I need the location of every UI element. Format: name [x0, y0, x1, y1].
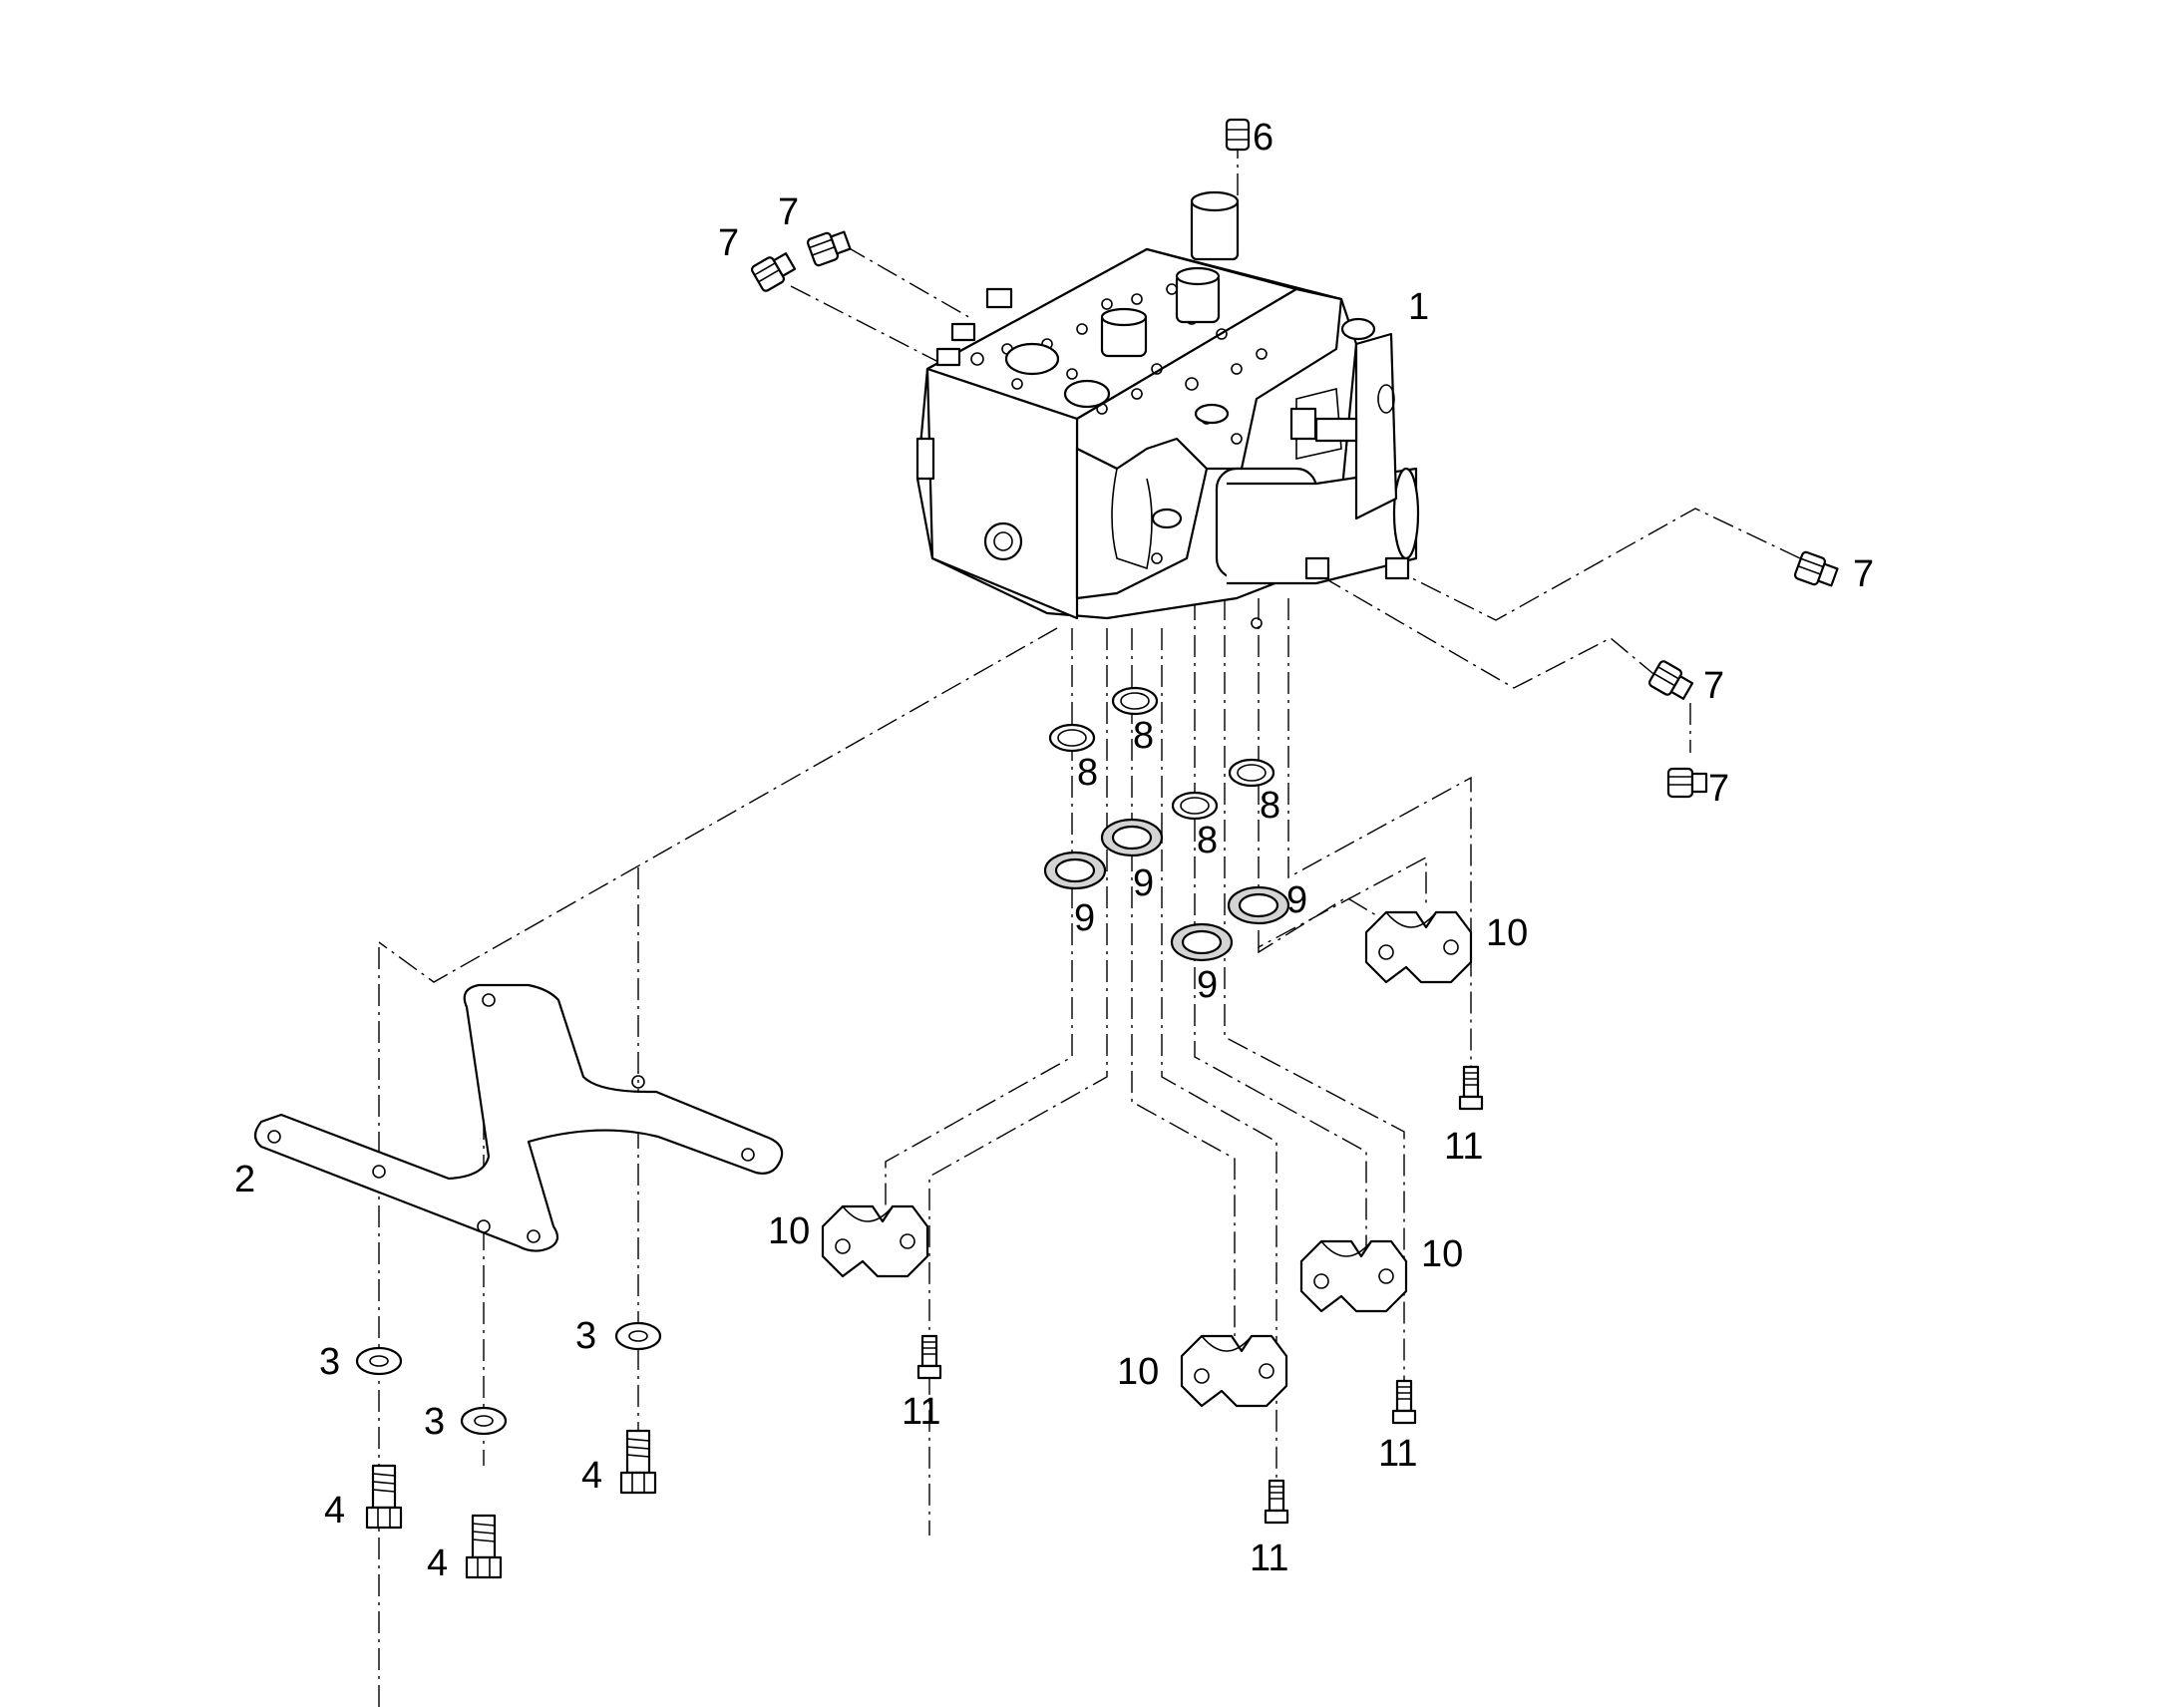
mounting-bolts — [365, 1429, 657, 1579]
callouts: 1 2 3 3 3 4 4 4 6 7 7 7 7 7 8 8 8 8 9 9 … — [234, 117, 1874, 1584]
callout-11: 11 — [902, 1391, 940, 1433]
callout-9: 9 — [1197, 964, 1218, 1006]
callout-2: 2 — [234, 1159, 255, 1200]
flange-clamps — [821, 910, 1473, 1408]
washers — [355, 1321, 662, 1436]
callout-1: 1 — [1408, 286, 1429, 328]
callout-8: 8 — [1197, 820, 1218, 861]
callout-10: 10 — [1117, 1351, 1159, 1393]
callout-7: 7 — [1708, 768, 1729, 810]
callout-3: 3 — [424, 1401, 445, 1443]
callout-10: 10 — [1421, 1233, 1463, 1275]
callout-11: 11 — [1444, 1126, 1483, 1168]
callout-3: 3 — [319, 1341, 340, 1383]
callout-9: 9 — [1286, 879, 1307, 921]
callout-4: 4 — [324, 1490, 345, 1532]
callout-7: 7 — [1703, 665, 1724, 707]
callout-6: 6 — [1253, 117, 1273, 159]
valve-block — [915, 190, 1420, 629]
callout-9: 9 — [1133, 862, 1154, 904]
callout-7: 7 — [778, 191, 799, 233]
callout-10: 10 — [1486, 912, 1528, 954]
callout-4: 4 — [427, 1542, 448, 1584]
callout-7: 7 — [718, 222, 739, 264]
callout-8: 8 — [1077, 752, 1098, 794]
callout-7: 7 — [1853, 553, 1874, 595]
callout-11: 11 — [1378, 1433, 1417, 1475]
callout-8: 8 — [1133, 715, 1154, 757]
callout-9: 9 — [1074, 897, 1095, 939]
callout-4: 4 — [581, 1455, 602, 1497]
callout-8: 8 — [1260, 785, 1280, 827]
callout-10: 10 — [768, 1210, 810, 1252]
mounting-plate — [253, 983, 784, 1252]
callout-3: 3 — [575, 1315, 596, 1357]
top-fitting — [1225, 118, 1251, 152]
callout-11: 11 — [1250, 1537, 1288, 1579]
